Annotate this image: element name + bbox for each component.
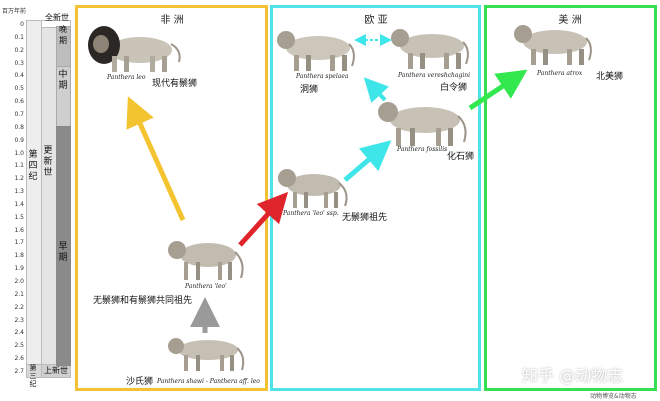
axis-tick: 2.7 <box>14 367 24 375</box>
axis-tick: 1.7 <box>14 239 24 247</box>
axis-tick: 1.1 <box>14 162 24 170</box>
time-axis: 0 0.1 0.2 0.3 0.4 0.5 0.6 0.7 0.8 0.9 1.0 1.1 1.2 1.3… <box>0 0 26 401</box>
axis-tick: 2.5 <box>14 342 24 350</box>
arrow-fossilis-to-atrox <box>468 69 528 111</box>
label-middle: 中期 <box>58 70 68 91</box>
axis-tick: 1.5 <box>14 213 24 221</box>
label-tertiary: 第三纪 <box>29 364 37 388</box>
axis-tick: 2.2 <box>14 303 24 311</box>
watermark-main: 知乎 @动物志 <box>522 366 624 385</box>
axis-tick: 0.2 <box>14 46 24 54</box>
sci-spelaea: Panthera spelaea <box>296 73 349 80</box>
axis-tick: 2.6 <box>14 355 24 363</box>
lion-leo-ssp-image <box>278 169 348 208</box>
arrow-ancestor-to-leo-ssp <box>238 191 289 247</box>
cn-shawi: 沙氏狮 <box>126 377 154 387</box>
axis-tick: 1.9 <box>14 265 24 273</box>
axis-tick: 0.6 <box>14 98 24 106</box>
axis-tick: 0.3 <box>14 59 24 67</box>
panel-title-america: 美 洲 <box>558 15 582 26</box>
axis-tick: 1.2 <box>14 175 24 183</box>
lion-vereshchagini-image <box>391 29 469 69</box>
sci-leo-ssp: Panthera 'leo' ssp. <box>283 210 339 217</box>
axis-tick: 0.1 <box>14 33 24 41</box>
cn-fossilis: 化石狮 <box>447 152 475 162</box>
cn-spelaea: 洞狮 <box>300 85 319 95</box>
lion-shawi-image <box>168 338 245 371</box>
arrow-leo-ssp-to-fossilis <box>343 140 392 182</box>
axis-tick: 1.6 <box>14 226 24 234</box>
watermark-sub: 动物博览&动物志 <box>590 393 637 400</box>
arrow-ancestor-to-leo <box>126 96 186 222</box>
sci-ancestor: Panthera 'leo' <box>185 283 227 290</box>
label-holocene: 全新世 <box>45 13 69 22</box>
arrow-fossilis-to-spelaea <box>363 77 389 103</box>
sci-leo: Panthera leo <box>107 74 146 81</box>
axis-tick: 0 <box>20 21 24 28</box>
label-pleistocene: 更新世 <box>43 146 53 178</box>
lion-fossilis-image <box>378 102 467 146</box>
panel-america <box>484 5 657 391</box>
sci-atrox: Panthera atrox <box>537 70 583 77</box>
axis-tick: 0.5 <box>14 85 24 93</box>
sci-fossilis: Panthera fossilis <box>397 146 448 153</box>
label-early: 早期 <box>58 242 68 263</box>
lion-spelaea-image <box>277 31 355 71</box>
lion-atrox-image <box>514 25 592 65</box>
axis-tick: 2.4 <box>14 329 24 337</box>
axis-tick: 0.4 <box>14 72 24 80</box>
axis-tick: 2.1 <box>14 290 24 298</box>
label-pliocene: 上新世 <box>44 366 68 375</box>
axis-tick: 0.9 <box>14 136 24 144</box>
strat-col-early <box>56 126 71 366</box>
cn-leo: 现代有鬃狮 <box>152 79 198 89</box>
panel-title-eurasia: 欧 亚 <box>364 15 388 26</box>
axis-tick: 1.0 <box>14 149 24 157</box>
label-late: 晚期 <box>59 25 67 45</box>
axis-tick: 2.3 <box>14 316 24 324</box>
axis-tick: 0.7 <box>14 110 24 118</box>
cn-vereshchagini: 白令狮 <box>440 83 468 93</box>
axis-tick: 0.8 <box>14 123 24 131</box>
cn-atrox: 北美狮 <box>596 72 624 82</box>
cn-leo-ssp: 无鬃狮祖先 <box>342 213 388 223</box>
axis-tick: 2.0 <box>14 278 24 285</box>
label-quaternary: 第四纪 <box>28 150 38 182</box>
axis-tick: 1.4 <box>14 200 24 208</box>
axis-tick: 1.8 <box>14 252 24 260</box>
axis-tick: 1.3 <box>14 188 24 196</box>
lion-ancestor-image <box>168 241 244 280</box>
cn-ancestor: 无鬃狮和有鬃狮共同祖先 <box>93 296 193 306</box>
lion-leo-image <box>88 26 181 72</box>
sci-shawi: Panthera shawi - Panthera aff. leo <box>157 378 260 385</box>
panel-title-africa: 非 洲 <box>160 15 184 26</box>
sci-vereshchagini: Panthera vereshchagini <box>398 72 471 79</box>
axis-title: 百万年前 <box>2 8 27 15</box>
